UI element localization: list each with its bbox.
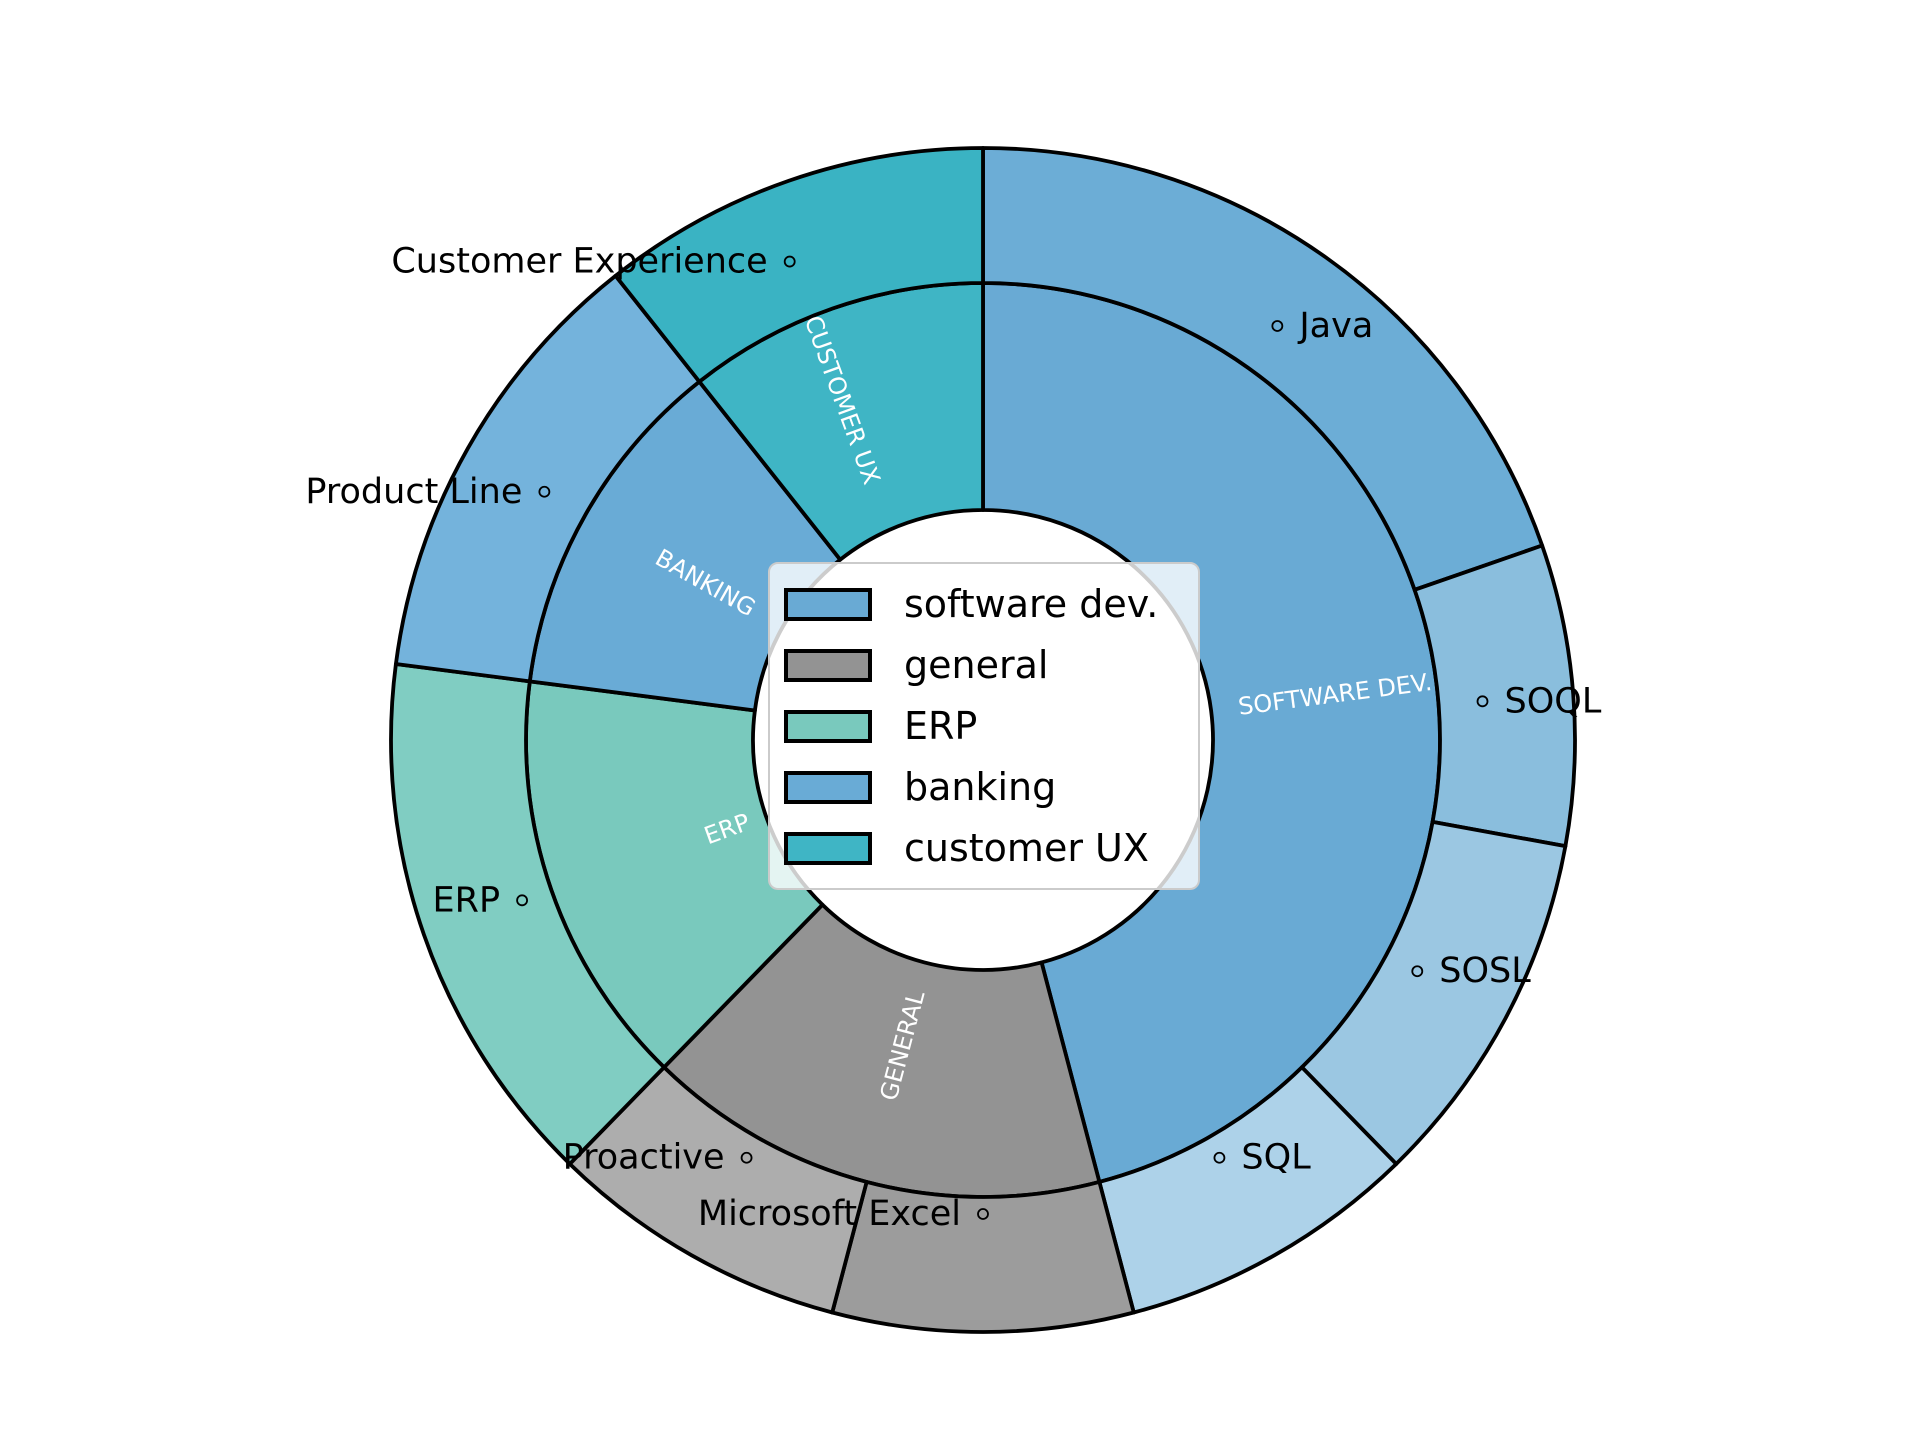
label-marker-circle-proactive <box>740 1151 753 1164</box>
label-marker-circle-soql <box>1476 695 1489 708</box>
outer-label-soql: SOQL <box>1505 681 1602 721</box>
label-marker-circle-sosl <box>1411 965 1424 978</box>
outer-label-sosl: SOSL <box>1439 951 1531 991</box>
legend-item: ERP <box>784 704 1184 748</box>
legend-item: banking <box>784 765 1184 809</box>
wedge-outer-java <box>981 146 1545 592</box>
outer-label-product-line: Product Line <box>305 472 522 512</box>
label-marker-circle-microsoft-excel <box>977 1208 989 1220</box>
legend-label: customer UX <box>904 826 1149 870</box>
legend-label: general <box>904 643 1049 687</box>
label-marker-circle-product-line <box>538 485 551 498</box>
legend-item: general <box>784 643 1184 687</box>
outer-label-java: Java <box>1297 306 1373 346</box>
legend-label: software dev. <box>904 582 1159 626</box>
label-marker-circle-sql <box>1213 1151 1226 1164</box>
outer-label-proactive: Proactive <box>563 1138 725 1178</box>
legend-swatch <box>784 709 872 743</box>
legend-label: banking <box>904 765 1057 809</box>
chart-legend: software dev. general ERP banking custom… <box>768 562 1200 890</box>
legend-swatch <box>784 648 872 682</box>
wedge-outer-customer-experience <box>613 146 985 384</box>
label-marker-circle-java <box>1271 320 1284 332</box>
outer-label-sql: SQL <box>1241 1138 1311 1178</box>
label-marker-circle-customer-experience <box>783 255 796 268</box>
legend-swatch <box>784 831 872 865</box>
legend-label: ERP <box>904 704 978 748</box>
outer-label-erp: ERP <box>433 880 501 920</box>
legend-swatch <box>784 587 872 621</box>
outer-label-customer-experience: Customer Experience <box>391 242 767 282</box>
legend-item: software dev. <box>784 582 1184 626</box>
legend-swatch <box>784 770 872 804</box>
label-marker-circle-erp <box>516 894 528 907</box>
outer-label-microsoft-excel: Microsoft Excel <box>698 1194 961 1234</box>
legend-item: customer UX <box>784 826 1184 870</box>
